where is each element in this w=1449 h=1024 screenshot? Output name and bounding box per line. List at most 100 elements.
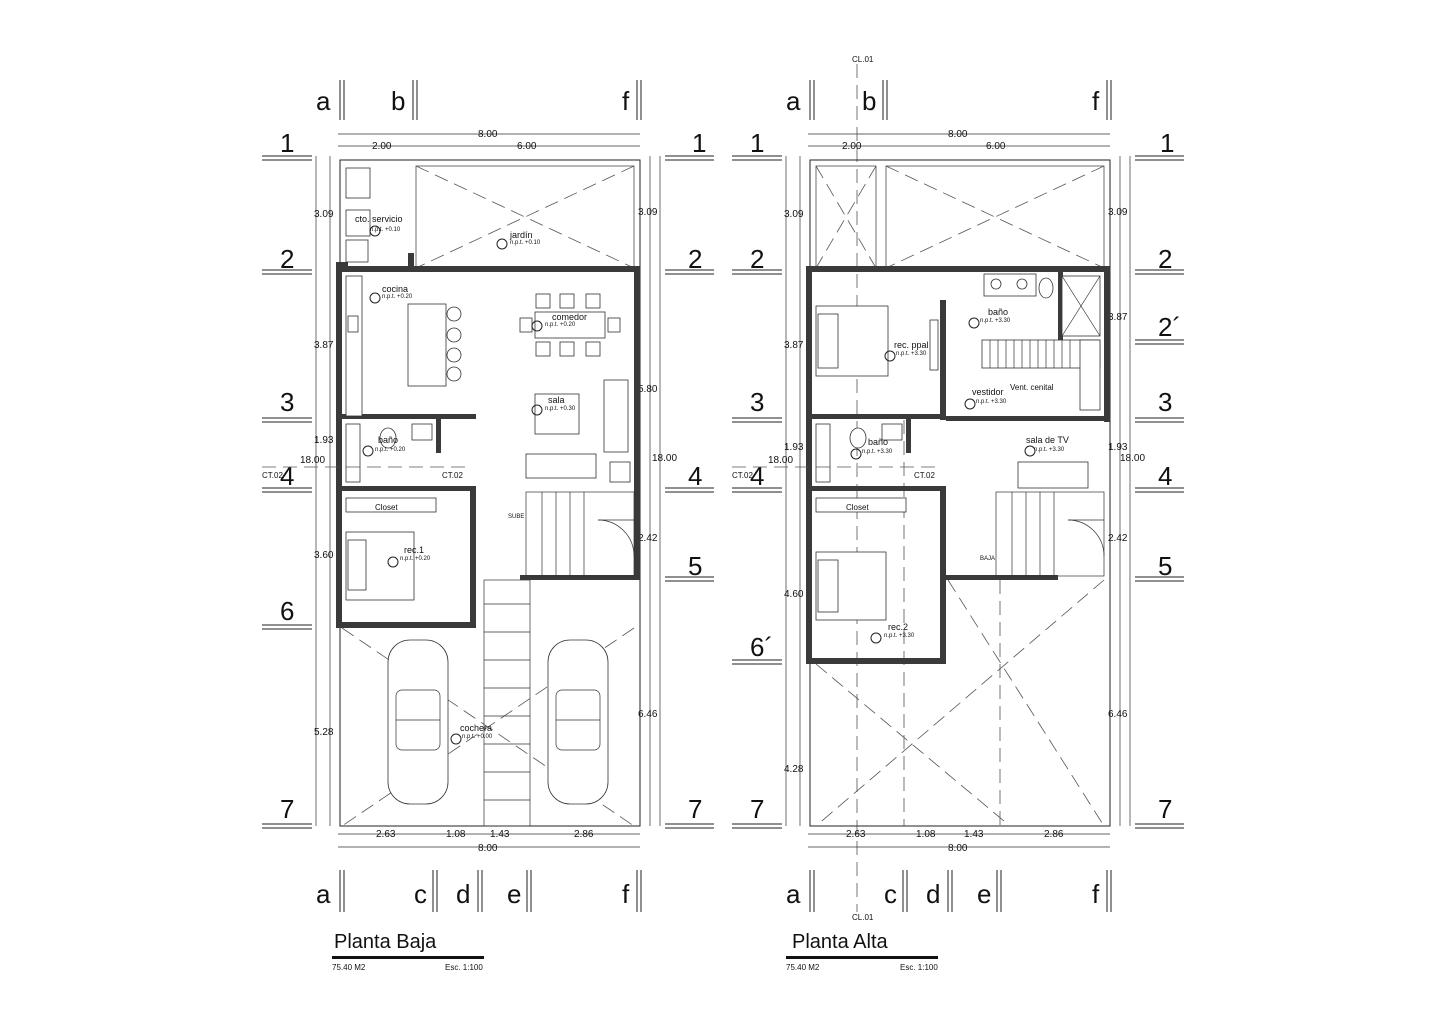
npt-rec1: n.p.t. +0.20 xyxy=(400,556,431,562)
npt-bano-ppal: n.p.t. +3.30 xyxy=(980,318,1011,324)
plan-planta-baja: a b f 8.00 2.00 6.00 1 2 3 4 6 7 3.09 3.… xyxy=(262,80,714,972)
axis-top-f: f xyxy=(1092,86,1100,116)
npt-cochera: n.p.t. +0.00 xyxy=(462,734,493,740)
dim-right-5: 6.46 xyxy=(1108,709,1128,720)
room-rec1: rec.1 xyxy=(404,545,424,555)
walls-planta-alta xyxy=(806,266,1110,664)
room-vestidor: vestidor xyxy=(972,387,1004,397)
axis-bottom-d: d xyxy=(456,879,470,909)
axis-right-5: 5 xyxy=(688,551,702,581)
room-cochera: cochera xyxy=(460,723,492,733)
dim-left-2: 3.87 xyxy=(314,340,334,351)
axis-right-3: 3 xyxy=(1158,387,1172,417)
axis-right-1: 1 xyxy=(1160,128,1174,158)
axis-bottom-c: c xyxy=(414,879,427,909)
car-icon xyxy=(387,639,449,805)
dim-bottom-a-c: 2.63 xyxy=(846,829,866,840)
room-bano-ppal: baño xyxy=(988,307,1008,317)
npt-comedor: n.p.t. +0.20 xyxy=(545,322,576,328)
dim-bottom-e-f: 2.86 xyxy=(574,829,594,840)
axis-right-1: 1 xyxy=(692,128,706,158)
axis-right-7: 7 xyxy=(688,794,702,824)
dim-left-4: 4.60 xyxy=(784,589,804,600)
dim-overall-right: 18.00 xyxy=(652,453,677,464)
axis-top-b: b xyxy=(862,86,876,116)
dim-right-1: 3.09 xyxy=(638,207,658,218)
dim-top-b-f: 6.00 xyxy=(517,141,537,152)
dim-top-b-f: 6.00 xyxy=(986,141,1006,152)
dim-bottom-e-f: 2.86 xyxy=(1044,829,1064,840)
room-cocina: cocina xyxy=(382,284,408,294)
plan-title: Planta Alta xyxy=(792,931,889,953)
dim-right-4: 6.46 xyxy=(638,709,658,720)
axis-top-f: f xyxy=(622,86,630,116)
plan-scale: Esc. 1:100 xyxy=(900,963,938,972)
axis-left-4: 4 xyxy=(750,461,764,491)
npt-rec2: n.p.t. +3.30 xyxy=(884,633,915,639)
dim-right-3: 2.42 xyxy=(638,533,658,544)
axis-bottom-e: e xyxy=(507,879,521,909)
axis-left-3: 3 xyxy=(280,387,294,417)
npt-jardin: n.p.t. +0.10 xyxy=(510,240,541,246)
axis-right-4: 4 xyxy=(1158,461,1172,491)
axis-bottom-f: f xyxy=(1092,879,1100,909)
dim-overall-right: 18.00 xyxy=(1120,453,1145,464)
dim-left-3: 1.93 xyxy=(784,442,804,453)
room-bano-2: baño xyxy=(868,437,888,447)
npt-bano: n.p.t. +0.20 xyxy=(375,447,406,453)
dim-right-1: 3.09 xyxy=(1108,207,1128,218)
dim-left-4: 3.60 xyxy=(314,550,334,561)
axis-top-a: a xyxy=(316,86,331,116)
dim-bottom-total: 8.00 xyxy=(948,843,968,854)
section-cl01-top: CL.01 xyxy=(852,55,874,64)
room-rec2: rec.2 xyxy=(888,622,908,632)
axis-top-a: a xyxy=(786,86,801,116)
stair-label: SUBE xyxy=(508,514,524,520)
dim-left-3: 1.93 xyxy=(314,435,334,446)
npt-cocina: n.p.t. +0.20 xyxy=(382,294,413,300)
plan-title: Planta Baja xyxy=(334,931,437,953)
axis-bottom-f: f xyxy=(622,879,630,909)
dim-overall-left: 18.00 xyxy=(768,455,793,466)
room-sala-tv: sala de TV xyxy=(1026,435,1069,445)
axis-bottom-a: a xyxy=(316,879,331,909)
room-rec-ppal: rec. ppal xyxy=(894,340,929,350)
dim-right-2: 5.80 xyxy=(638,384,658,395)
walls-planta-baja xyxy=(336,253,640,628)
axis-left-1: 1 xyxy=(280,128,294,158)
axis-right-5: 5 xyxy=(1158,551,1172,581)
axis-bottom-d: d xyxy=(926,879,940,909)
dim-right-2: 3.87 xyxy=(1108,312,1128,323)
stair-label: BAJA xyxy=(980,556,995,562)
axis-left-4: 4 xyxy=(280,461,294,491)
plan-planta-alta: a b f CL.01 CL.01 8.00 2.00 6.00 1 2 3 4… xyxy=(732,55,1184,972)
npt-vestidor: n.p.t. +3.30 xyxy=(976,399,1007,405)
room-jardin: jardín xyxy=(509,230,533,240)
axis-bottom-a: a xyxy=(786,879,801,909)
axis-right-2: 2 xyxy=(688,244,702,274)
room-bano: baño xyxy=(378,435,398,445)
dim-left-1: 3.09 xyxy=(314,209,334,220)
axis-left-7: 7 xyxy=(280,794,294,824)
axis-left-2: 2 xyxy=(280,244,294,274)
axis-right-2p: 2´ xyxy=(1158,312,1181,342)
dim-left-2: 3.87 xyxy=(784,340,804,351)
car-icon xyxy=(547,639,609,805)
axis-left-6: 6 xyxy=(280,596,294,626)
dim-left-5: 5.28 xyxy=(314,727,334,738)
npt-bano-2: n.p.t. +3.30 xyxy=(862,449,893,455)
dim-bottom-d-e: 1.43 xyxy=(964,829,984,840)
npt-rec-ppal: n.p.t. +3.30 xyxy=(896,351,927,357)
axis-left-2: 2 xyxy=(750,244,764,274)
dim-top-a-b: 2.00 xyxy=(372,141,392,152)
section-cl01-bottom: CL.01 xyxy=(852,913,874,922)
room-sala: sala xyxy=(548,395,565,405)
axis-top-b: b xyxy=(391,86,405,116)
dim-bottom-total: 8.00 xyxy=(478,843,498,854)
dim-right-3: 1.93 xyxy=(1108,442,1128,453)
dim-bottom-c-d: 1.08 xyxy=(446,829,466,840)
closet-label: Closet xyxy=(846,503,869,512)
dim-bottom-a-c: 2.63 xyxy=(376,829,396,840)
plan-area: 75.40 M2 xyxy=(786,963,820,972)
